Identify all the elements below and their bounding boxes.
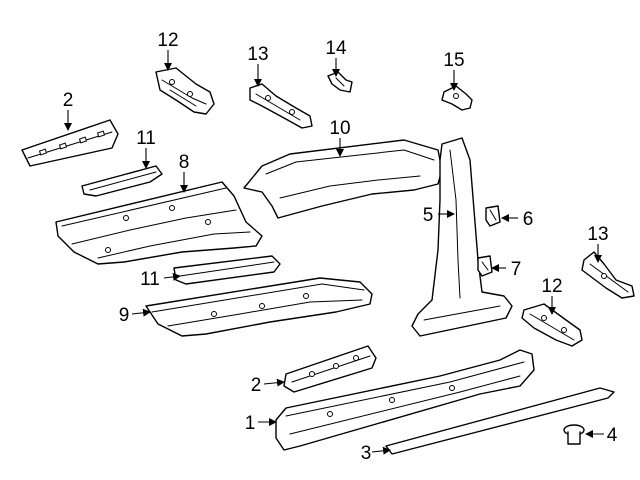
- callout-1: 1: [245, 413, 256, 434]
- part-8-floor-pan-front: [55, 181, 263, 265]
- callout-2-upper: 2: [63, 90, 74, 111]
- part-15-bracket: [441, 85, 473, 111]
- callout-15: 15: [443, 50, 464, 71]
- callout-6: 6: [523, 209, 534, 230]
- part-9-floor-pan-rear: [145, 277, 373, 337]
- part-13-bracket-upper: [249, 83, 313, 129]
- part-10-cowl-panel: [243, 139, 443, 219]
- callout-13-right: 13: [587, 224, 608, 245]
- callout-3: 3: [361, 443, 372, 464]
- callout-13-top: 13: [247, 44, 268, 65]
- callout-12-top: 12: [157, 30, 178, 51]
- callout-11-lower: 11: [140, 269, 160, 290]
- callout-10: 10: [329, 118, 350, 139]
- part-3-molding: [385, 387, 615, 455]
- part-12-brace-right: [521, 303, 583, 347]
- callout-9: 9: [119, 305, 130, 326]
- callout-labels: 12 13 14 15 2 11 8 10 5 6 7 13 11 9 12 2…: [63, 30, 618, 464]
- part-1-rocker-panel: [275, 349, 535, 451]
- callout-7: 7: [511, 259, 522, 280]
- part-2-reinforcement-lower: [283, 345, 377, 393]
- leader-lines: [64, 50, 604, 455]
- callout-8: 8: [179, 152, 190, 173]
- part-13-bracket-right: [581, 251, 635, 299]
- callout-4: 4: [607, 425, 618, 446]
- part-11-rail-upper: [81, 165, 163, 197]
- part-6-clip: [485, 205, 501, 227]
- callout-5: 5: [423, 205, 434, 226]
- part-5-center-pillar: [411, 137, 513, 337]
- callout-11-upper: 11: [136, 128, 156, 149]
- callout-2-lower: 2: [251, 375, 262, 396]
- callout-12-right: 12: [541, 276, 562, 297]
- part-2-reinforcement-upper: [21, 119, 119, 167]
- part-11-rail-lower: [173, 255, 281, 285]
- part-4-plug: [563, 424, 585, 445]
- part-14-clip: [327, 71, 353, 93]
- callout-14: 14: [325, 38, 347, 59]
- part-7-clip: [477, 255, 493, 277]
- part-12-brace-upper: [155, 67, 215, 115]
